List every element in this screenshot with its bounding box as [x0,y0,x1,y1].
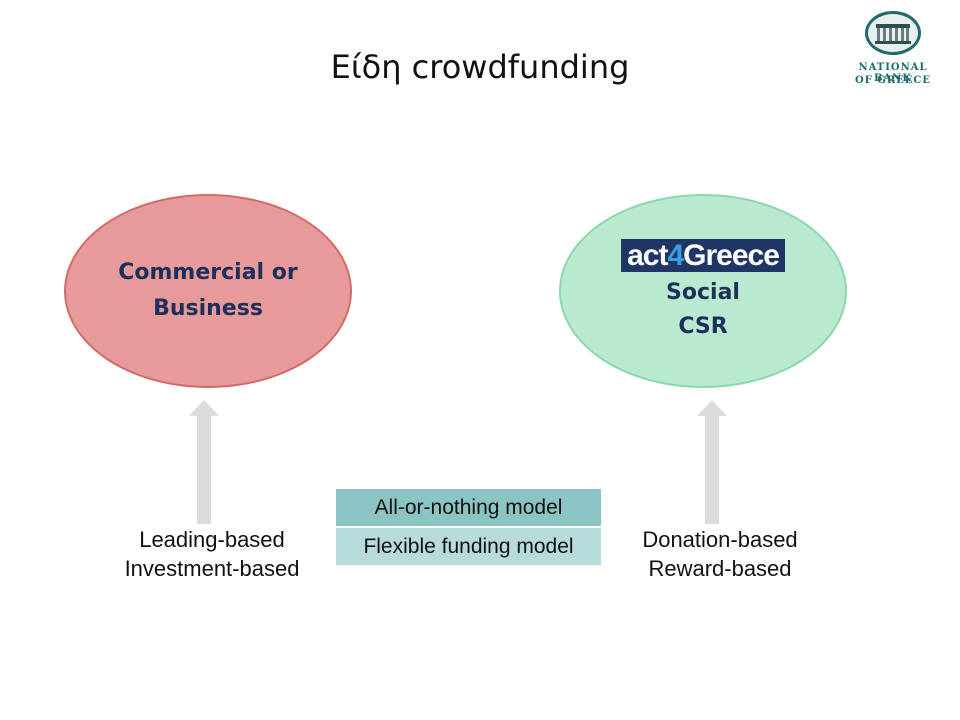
act-logo-part-b: 4 [667,238,684,272]
flexible-funding-model-box: Flexible funding model [336,528,601,565]
ellipse-right-line-2: CSR [678,313,728,339]
label-reward-based: Reward-based [648,556,792,581]
all-or-nothing-model-box: All-or-nothing model [336,489,601,526]
ellipse-left-line-2: Business [153,296,263,321]
logo-line-1: NATIONAL BANK [858,62,928,84]
up-arrow-left [189,400,219,524]
commercial-business-ellipse: Commercial or Business [64,194,352,388]
social-csr-ellipse: act4Greece Social CSR [559,194,847,388]
act4greece-logo: act4Greece [621,238,785,272]
left-labels: Leading-based Investment-based [100,525,324,583]
logo-line-2: OF GREECE [855,75,931,86]
bank-building-icon [865,11,921,55]
label-donation-based: Donation-based [642,527,798,552]
label-investment-based: Investment-based [124,556,300,581]
right-labels: Donation-based Reward-based [608,525,832,583]
ellipse-left-line-1: Commercial or [118,260,298,285]
up-arrow-right [697,400,727,524]
ellipse-right-line-1: Social [666,279,740,305]
act-logo-part-a: act [627,238,668,272]
act-logo-part-c: Greece [683,238,780,272]
label-leading-based: Leading-based [139,527,285,552]
page-title: Είδη crowdfunding [330,48,630,86]
bank-logo: NATIONAL BANK OF GREECE [838,10,948,90]
